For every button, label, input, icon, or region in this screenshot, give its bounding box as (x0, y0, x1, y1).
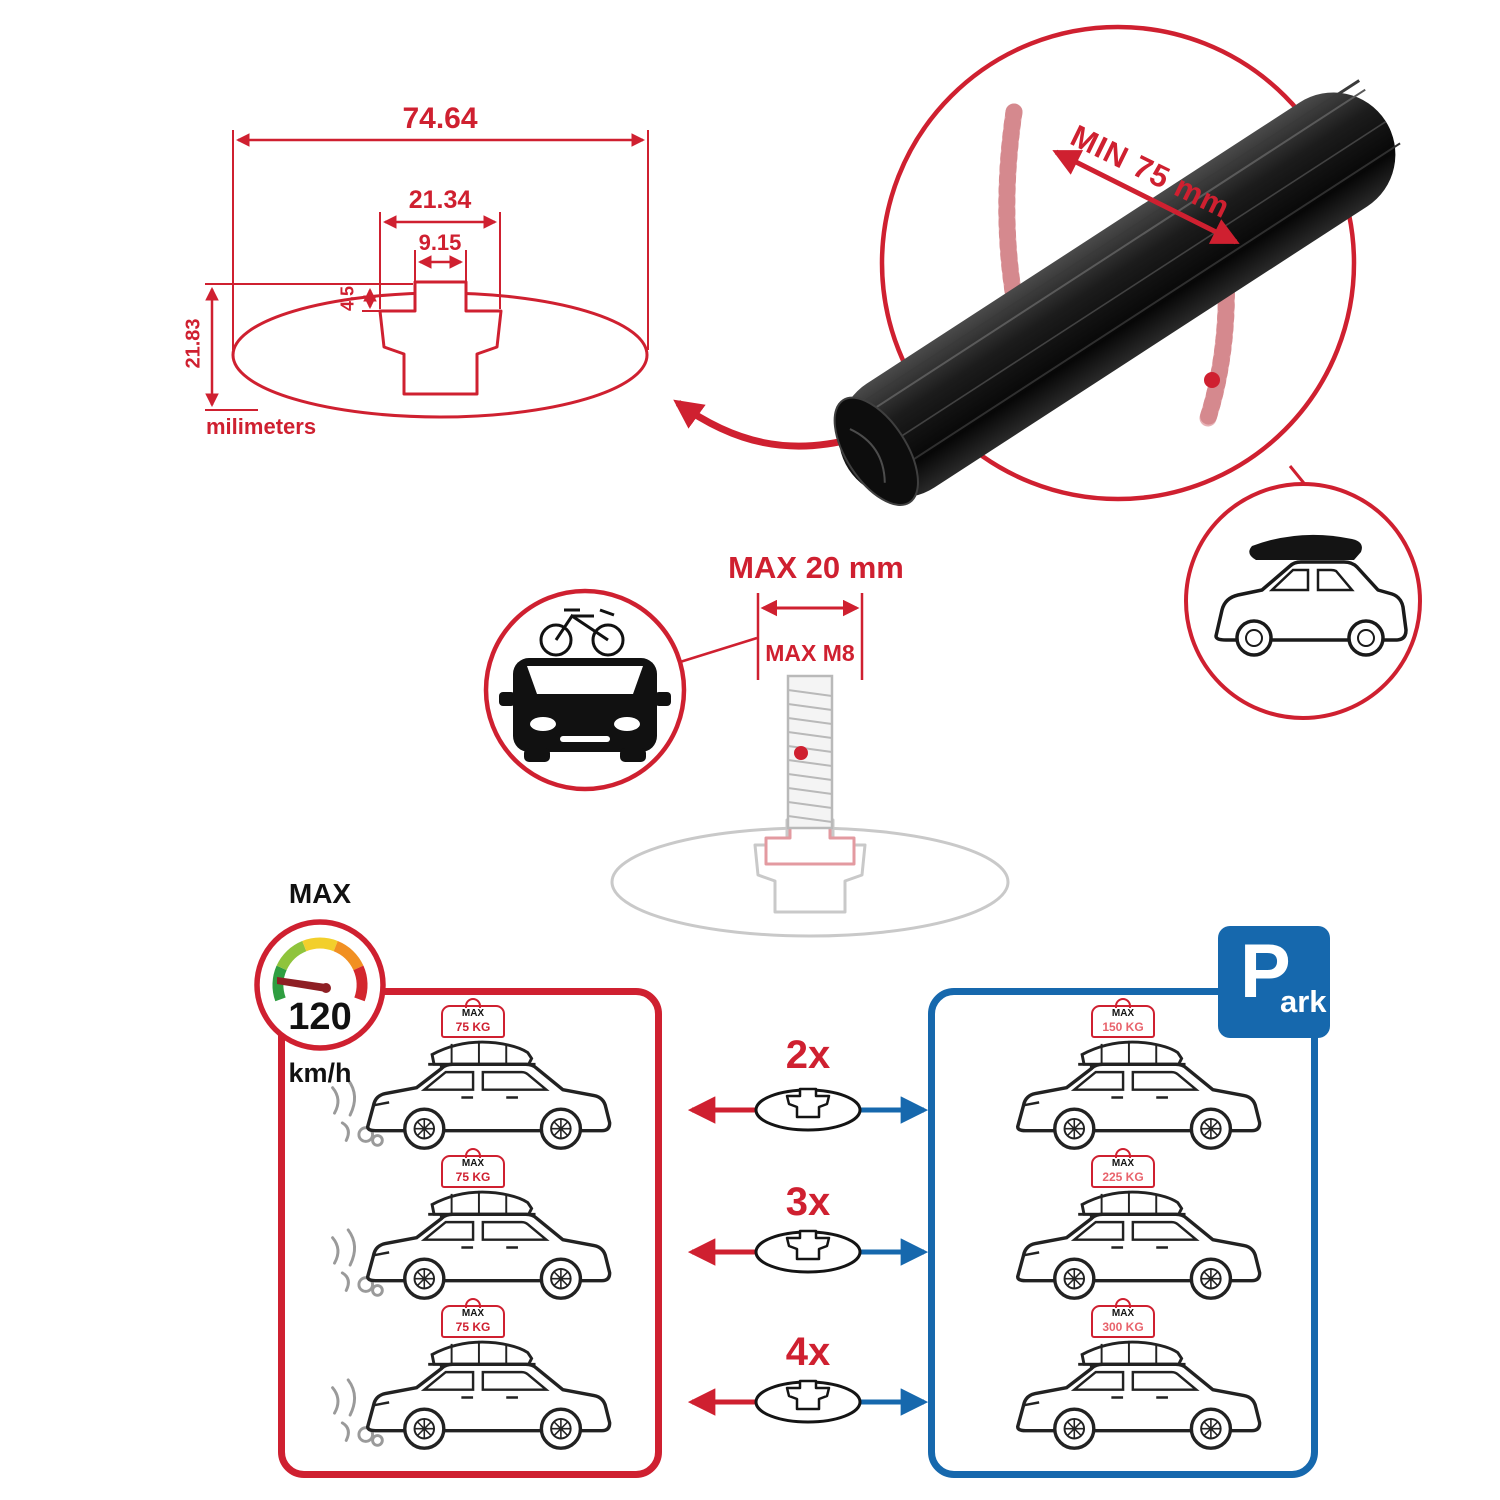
car-with-roof-load-icon (965, 1031, 1287, 1163)
badge-max-label: MAX (1111, 1158, 1135, 1169)
roof-load-badge: MAX 75 KG (441, 1005, 505, 1038)
speed-units: km/h (288, 1058, 352, 1088)
roof-load-badge: MAX 75 KG (441, 1305, 505, 1338)
driving-car-row-2: MAX 75 KG (313, 1155, 655, 1307)
dim-slot-outer-width: 21.34 (408, 186, 472, 214)
suv-roofbox-circle (1184, 482, 1422, 720)
car-front-bike-art (499, 608, 671, 762)
parked-car-row-3: MAX 300 KG (963, 1305, 1311, 1457)
profile-dimension-drawing (205, 130, 649, 419)
roof-load-badge: MAX 150 KG (1091, 1005, 1155, 1038)
speed-value: 120 (288, 996, 352, 1038)
badge-max-label: MAX (461, 1008, 485, 1019)
bolt-max-thread-label: MAX M8 (765, 640, 855, 666)
car-with-roof-load-icon (315, 1331, 637, 1463)
parked-car-row-1: MAX 150 KG (963, 1005, 1311, 1157)
badge-weight: 300 KG (1102, 1320, 1144, 1334)
dim-slot-depth: 4.5 (337, 285, 358, 312)
park-sign: P ark (1218, 926, 1330, 1038)
ghost-profile-outline (610, 826, 1010, 938)
badge-weight: 75 KG (455, 1320, 491, 1334)
roof-load-badge: MAX 75 KG (441, 1155, 505, 1188)
crossbar-count-4x: 4x (785, 1330, 831, 1374)
roof-load-badge: MAX 225 KG (1091, 1155, 1155, 1188)
bolt-point-dot (794, 746, 808, 760)
driving-car-row-3: MAX 75 KG (313, 1305, 655, 1457)
parked-load-panel: MAX 150 KG MAX 225 KG MAX 300 KG (928, 988, 1318, 1478)
dim-slot-inner-width: 9.15 (418, 230, 462, 255)
car-with-roof-load-icon (965, 1331, 1287, 1463)
driving-load-panel: MAX 75 KG MAX 75 KG MAX 75 KG (278, 988, 662, 1478)
badge-max-label: MAX (461, 1158, 485, 1169)
dim-total-width: 74.64 (402, 102, 478, 135)
car-with-roof-load-icon (965, 1181, 1287, 1313)
car-bike-circle (483, 588, 758, 792)
bolt-max-width-label: MAX 20 mm (728, 550, 904, 585)
park-sign-letter: P (1240, 929, 1291, 1014)
badge-weight: 150 KG (1102, 1020, 1144, 1034)
badge-max-label: MAX (1111, 1008, 1135, 1019)
suv-roofbox-art (1214, 534, 1408, 657)
clamp-point-dot (1204, 372, 1220, 388)
bar-to-profile-arrow (673, 399, 857, 450)
min-span-label: MIN 75 mm (1065, 118, 1236, 226)
dim-total-height: 21.83 (182, 318, 205, 369)
roof-load-badge: MAX 300 KG (1091, 1305, 1155, 1338)
crossbar-profile-outline (231, 291, 649, 419)
units-label: milimeters (206, 414, 317, 439)
t-slot-channel (378, 280, 503, 396)
badge-weight: 75 KG (455, 1020, 491, 1034)
driving-car-row-1: MAX 75 KG (313, 1005, 655, 1157)
badge-max-label: MAX (1111, 1308, 1135, 1319)
crossbar-count-2x: 2x (785, 1033, 831, 1077)
car-with-roof-load-icon (315, 1181, 637, 1313)
badge-weight: 225 KG (1102, 1170, 1144, 1184)
parked-car-row-2: MAX 225 KG (963, 1155, 1311, 1307)
bolt-shaft (786, 674, 834, 830)
car-with-roof-load-icon (315, 1031, 637, 1163)
speed-max-label: MAX (288, 878, 352, 909)
crossbar-count-3x: 3x (785, 1180, 831, 1224)
badge-weight: 75 KG (455, 1170, 491, 1184)
crossbar-detail-circle (833, 24, 1401, 507)
park-sign-suffix: ark (1280, 984, 1327, 1019)
t-bolt-head (764, 824, 856, 866)
badge-max-label: MAX (461, 1308, 485, 1319)
